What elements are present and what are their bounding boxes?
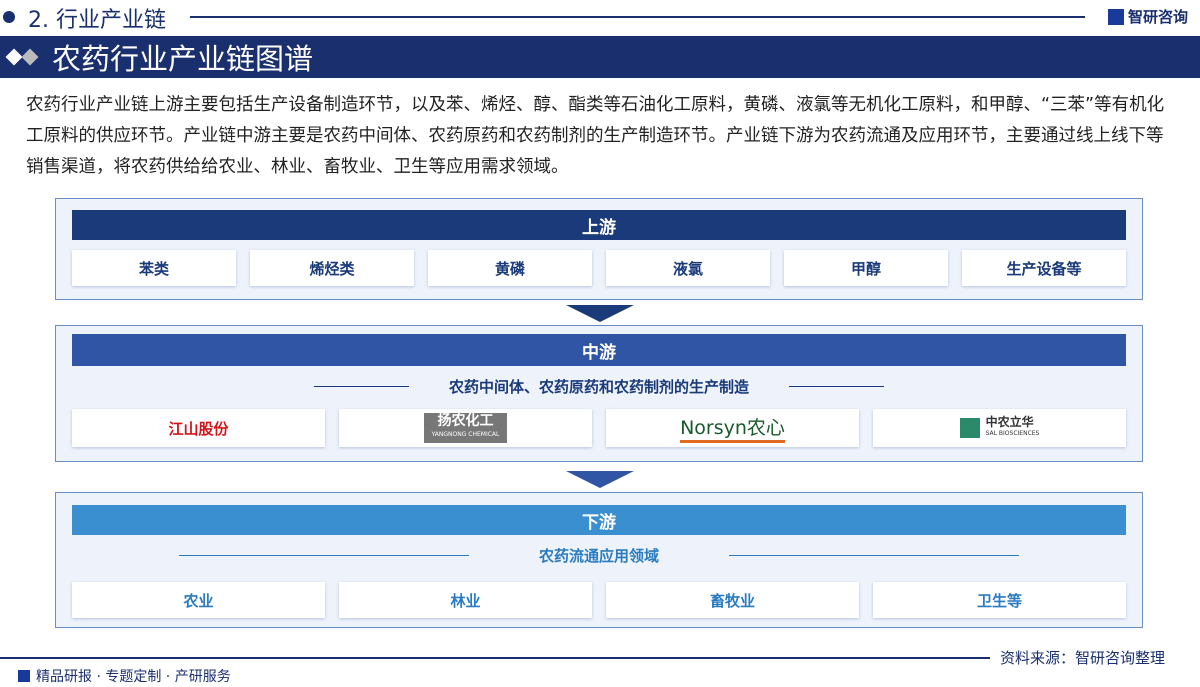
divider xyxy=(313,385,409,387)
intro-text: 农药行业产业链上游主要包括生产设备制造环节，以及苯、烯烃、醇、酯类等石油化工原料… xyxy=(26,95,1165,177)
source-note: 资料来源：智研咨询整理 xyxy=(1000,649,1166,667)
company-logo-jiangshan: 江山股份 xyxy=(72,409,325,447)
divider xyxy=(190,16,1085,18)
divider xyxy=(729,554,1019,556)
page-title-banner: 农药行业产业链图谱 xyxy=(0,36,1200,78)
sal-icon xyxy=(959,418,980,438)
downstream-item: 农业 xyxy=(72,582,325,618)
brand-icon xyxy=(18,670,30,682)
downstream-items: 农业 林业 畜牧业 卫生等 xyxy=(72,582,1126,618)
upstream-panel: 上游 苯类 烯烃类 黄磷 液氯 甲醇 生产设备等 xyxy=(55,198,1143,300)
footer-divider xyxy=(0,657,990,659)
upstream-item: 液氯 xyxy=(606,250,770,286)
midstream-subtitle: 农药中间体、农药原药和农药制剂的生产制造 xyxy=(72,376,1126,396)
downstream-item: 畜牧业 xyxy=(606,582,859,618)
brand-name: 智研咨询 xyxy=(1128,8,1189,26)
upstream-item: 甲醇 xyxy=(784,250,948,286)
midstream-header: 中游 xyxy=(72,334,1126,366)
downstream-subtitle: 农药流通应用领域 xyxy=(72,545,1126,565)
upstream-item: 生产设备等 xyxy=(962,250,1126,286)
subtitle-text: 农药中间体、农药原药和农药制剂的生产制造 xyxy=(448,377,749,396)
divider xyxy=(178,554,469,556)
upstream-item: 烯烃类 xyxy=(250,250,414,286)
downstream-header: 下游 xyxy=(72,505,1126,535)
upstream-item: 黄磷 xyxy=(428,250,592,286)
diamond-icon xyxy=(21,48,39,66)
section-bullet-icon xyxy=(3,11,15,23)
page-title: 农药行业产业链图谱 xyxy=(52,42,314,76)
diamond-icon xyxy=(5,48,23,66)
company-logo-norsyn: Norsyn农心 xyxy=(606,409,859,447)
down-arrow-icon xyxy=(566,305,634,322)
section-title: 2. 行业产业链 xyxy=(28,8,166,33)
brand-icon xyxy=(1108,8,1124,25)
downstream-panel: 下游 农药流通应用领域 农业 林业 畜牧业 卫生等 xyxy=(55,492,1143,628)
brand-logo: 智研咨询 xyxy=(1108,6,1188,27)
divider xyxy=(789,385,884,387)
downstream-item: 林业 xyxy=(339,582,592,618)
subtitle-text: 农药流通应用领域 xyxy=(538,546,659,565)
footer-tagline: 精品研报 · 专题定制 · 产研服务 xyxy=(18,666,231,686)
upstream-header: 上游 xyxy=(72,210,1126,240)
upstream-item: 苯类 xyxy=(72,250,236,286)
down-arrow-icon xyxy=(566,471,634,488)
upstream-items: 苯类 烯烃类 黄磷 液氯 甲醇 生产设备等 xyxy=(72,250,1126,286)
downstream-item: 卫生等 xyxy=(873,582,1126,618)
